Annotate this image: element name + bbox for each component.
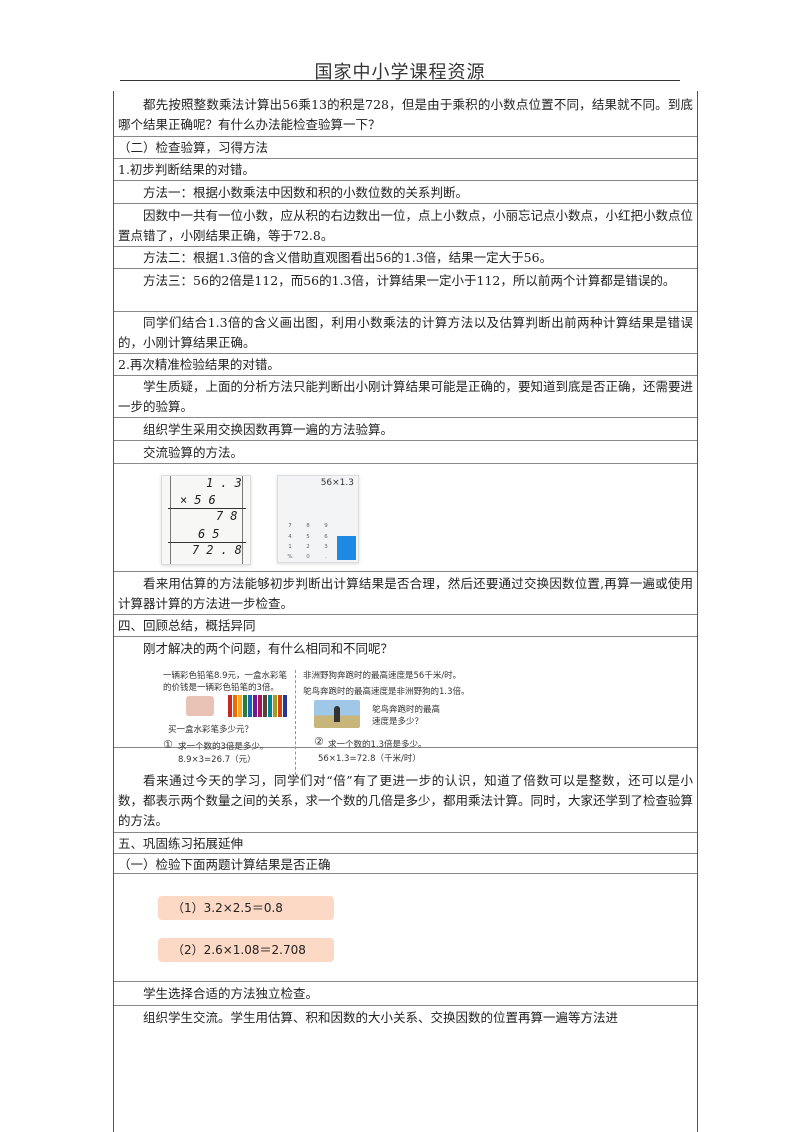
row-divider — [114, 375, 697, 376]
paragraph: 看来用估算的方法能够初步判断出计算结果是否合理，然后还要通过交换因数位置,再算一… — [118, 576, 693, 611]
problem-left-text: 一辆彩色铅笔8.9元，一盒水彩笔的价钱是一辆彩色铅笔的3倍。 — [163, 671, 288, 693]
handwritten-calculation: 1.3 ×56 78 65 72.8 — [161, 475, 251, 565]
header-rule — [120, 80, 680, 81]
problem-left-question: 买一盒水彩笔多少元？ — [168, 725, 254, 735]
row-divider — [114, 636, 697, 637]
paragraph: 看来通过今天的学习，同学们对“倍”有了更进一步的认识，知道了倍数可以是整数，还可… — [118, 773, 694, 828]
section-heading: （二）检查验算，习得方法 — [118, 140, 269, 155]
calculator-key: 1 — [288, 544, 292, 550]
paragraph: 组织学生交流。学生用估算、积和因数的大小关系、交换因数的位置再算一遍等方法进 — [143, 1010, 619, 1025]
section-heading: 五、巩固练习拓展延伸 — [118, 836, 244, 851]
row-divider — [114, 1005, 697, 1006]
row-divider — [114, 268, 697, 269]
calculator-key: 7 — [288, 523, 292, 529]
problem-right-method: 求一个数的1.3倍是多少。 — [328, 740, 427, 750]
row-divider — [114, 136, 697, 137]
paragraph: 同学们结合1.3倍的含义画出图，利用小数乘法的计算方法以及估算判断出前两种计算结… — [118, 315, 693, 350]
problem-divider — [295, 670, 296, 780]
problem-left-calc: 8.9×3=26.7（元） — [178, 755, 256, 765]
calc-rule — [168, 508, 246, 509]
row-divider — [114, 571, 697, 572]
calc-row: ×56 — [180, 493, 223, 507]
page-header-title: 国家中小学课程资源 — [314, 62, 486, 83]
calculator-key: 9 — [324, 523, 328, 529]
row-divider — [114, 853, 697, 854]
row-divider — [114, 614, 697, 615]
calculator-key: 0 — [306, 554, 310, 560]
calculator-key: . — [325, 554, 327, 560]
row-divider — [114, 158, 697, 159]
row-divider — [114, 353, 697, 354]
paper-margin-line — [242, 476, 243, 564]
row-divider — [114, 311, 697, 312]
calculator-key: 5 — [306, 534, 310, 540]
row-divider — [114, 417, 697, 418]
exercise-1: （1）3.2×2.5＝0.8 — [158, 896, 334, 920]
calculator-key: 8 — [306, 523, 310, 529]
calc-row: 78 — [216, 509, 245, 523]
row-divider — [114, 463, 697, 464]
calc-row: 1.3 — [206, 476, 249, 490]
exercise-2: （2）2.6×1.08＝2.708 — [158, 938, 334, 962]
problem-right-text: 非洲野狗奔跑时的最高速度是56千米/时。 — [303, 671, 462, 681]
problem-right-number: ② — [314, 735, 324, 748]
row-divider — [114, 246, 697, 247]
paragraph: 学生质疑，上面的分析方法只能判断出小刚计算结果可能是正确的，要知道到底是否正确，… — [118, 379, 694, 414]
ostrich-picture — [314, 700, 360, 728]
paragraph: 组织学生采用交换因数再算一遍的方法验算。 — [143, 422, 394, 437]
calculator-equals-key — [337, 536, 356, 560]
calculator-key: % — [287, 554, 293, 560]
colored-pencils-picture — [228, 695, 294, 717]
table-frame: 都先按照整数乘法计算出56乘13的积是728，但是由于乘积的小数点位置不同，结果… — [113, 91, 698, 1132]
calc-row: 72.8 — [192, 543, 249, 557]
paragraph: 方法三：56的2倍是112，而56的1.3倍，计算结果一定小于112，所以前两个… — [143, 273, 676, 288]
calculator-display: 56×1.3 — [320, 478, 354, 488]
row-divider — [114, 203, 697, 204]
row-divider — [114, 180, 697, 181]
section-heading: 四、回顾总结，概括异同 — [118, 618, 256, 633]
sub-heading: 1.初步判断结果的对错。 — [118, 162, 255, 177]
calculator-key: 3 — [324, 544, 328, 550]
problem-right-question: 鸵鸟奔跑时的最高速度是多少？ — [372, 705, 441, 727]
problem-left-number: ① — [163, 738, 173, 751]
problem-left-method: 求一个数的3倍是多少。 — [178, 742, 269, 752]
row-divider — [114, 747, 697, 748]
calc-row: 65 — [198, 527, 227, 541]
row-divider — [114, 832, 697, 833]
calc-rule — [168, 542, 246, 543]
paragraph: 交流验算的方法。 — [143, 445, 244, 460]
problem-right-text: 鸵鸟奔跑时的最高速度是非洲野狗的1.3倍。 — [303, 687, 470, 697]
calculator-key: 2 — [306, 544, 310, 550]
calculator-key: 4 — [288, 534, 292, 540]
paragraph: 都先按照整数乘法计算出56乘13的积是728，但是由于乘积的小数点位置不同，结果… — [118, 97, 693, 132]
watercolor-box-picture — [186, 696, 214, 716]
row-divider — [114, 440, 697, 441]
row-divider — [114, 981, 697, 982]
paragraph: 刚才解决的两个问题，有什么相同和不同呢？ — [143, 641, 394, 656]
paragraph: 因数中一共有一位小数，应从积的右边数出一位，点上小数点，小丽忘记点小数点，小红把… — [118, 208, 694, 243]
paper-margin-line — [170, 476, 171, 564]
sub-heading: （一）检验下面两题计算结果是否正确 — [118, 857, 331, 872]
paragraph: 方法二：根据1.3倍的含义借助直观图看出56的1.3倍，结果一定大于56。 — [143, 250, 553, 265]
row-divider — [114, 873, 697, 874]
paragraph: 学生选择合适的方法独立检查。 — [143, 986, 319, 1001]
sub-heading: 2.再次精准检验结果的对错。 — [118, 357, 280, 372]
problem-right-calc: 56×1.3=72.8（千米/时） — [318, 754, 421, 764]
paragraph: 方法一：根据小数乘法中因数和积的小数位数的关系判断。 — [143, 185, 469, 200]
calculator-key: 6 — [324, 534, 328, 540]
